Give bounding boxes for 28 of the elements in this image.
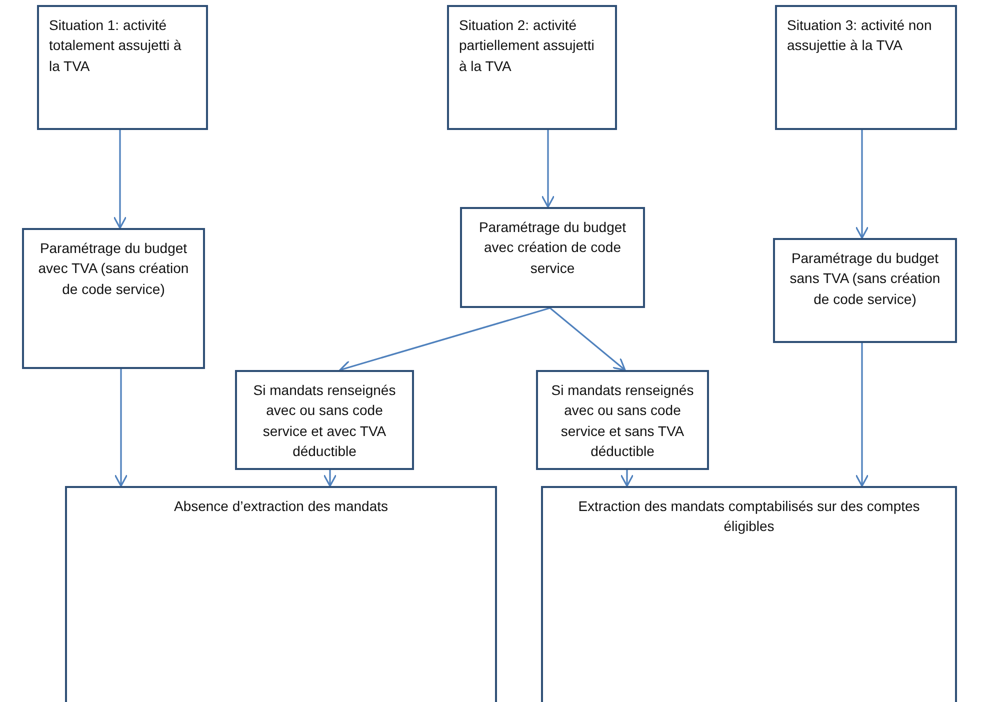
process-box — [65, 486, 497, 702]
box-text: Paramétrage du budget sans TVA (sans création de code service) — [788, 249, 942, 309]
arrow — [114, 369, 128, 487]
box-text: Situation 1: activité totalement assujetti à la TVA — [49, 16, 182, 76]
process-box — [536, 370, 709, 470]
process-box — [22, 228, 205, 369]
process-box — [460, 207, 645, 308]
process-box — [37, 5, 208, 130]
process-box — [775, 5, 957, 130]
box-text: Si mandats renseignés avec ou sans code service et sans TVA déductible — [550, 381, 695, 461]
box-text: Extraction des mandats comptabilisés sur des comptes éligibles — [577, 497, 921, 536]
arrow — [541, 130, 555, 208]
box-text: Situation 3: activité non assujettie à la TVA — [787, 16, 933, 56]
arrow — [855, 130, 869, 239]
box-text: Paramétrage du budget avec TVA (sans création de code service) — [37, 239, 190, 299]
process-box — [773, 238, 957, 343]
box-text: Si mandats renseignés avec ou sans code service et avec TVA déductible — [252, 381, 397, 461]
arrow — [113, 130, 127, 229]
box-text: Absence d’extraction des mandats — [172, 497, 389, 516]
process-box — [541, 486, 957, 702]
arrow — [855, 343, 869, 487]
arrow — [323, 470, 337, 487]
box-text: Paramétrage du budget avec création de code service — [478, 218, 628, 278]
process-box — [447, 5, 617, 130]
arrow — [620, 470, 634, 487]
process-box — [235, 370, 414, 470]
box-text: Situation 2: activité partiellement assujetti à la TVA — [459, 16, 596, 76]
arrow — [550, 307, 626, 371]
